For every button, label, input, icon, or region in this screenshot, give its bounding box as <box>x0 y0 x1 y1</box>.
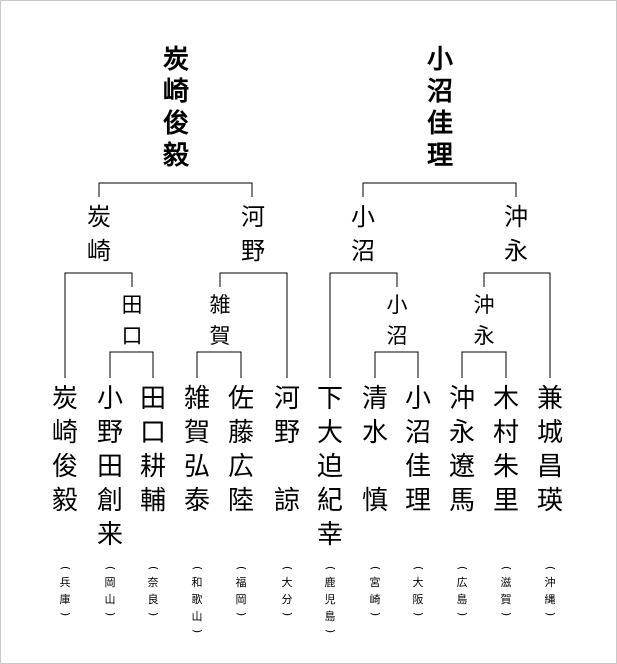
semifinalist-label: 炭 崎 <box>87 203 111 265</box>
prefecture-label: ( 滋 賀 ) <box>499 565 513 617</box>
player-name: 下 大 迫 紀 幸 <box>316 384 343 550</box>
winner-right-char: 佳 <box>426 109 453 139</box>
player-name: 木 村 朱 里 <box>492 384 519 516</box>
bracket-line <box>329 272 398 378</box>
bracket-line <box>461 351 507 378</box>
bracket-line <box>64 272 133 378</box>
quarterfinalist-label: 雑 賀 <box>209 293 231 348</box>
player-name: 沖 永 遼 馬 <box>448 384 475 516</box>
bracket-line <box>483 272 551 378</box>
prefecture-label: ( 奈 良 ) <box>146 565 160 617</box>
winner-right-char: 理 <box>426 141 453 171</box>
winner-left: 炭 崎 俊 毅 <box>156 44 196 172</box>
quarterfinalist-label: 沖 永 <box>473 293 495 348</box>
bracket-line <box>219 272 288 378</box>
player-name: 清 水 慎 <box>361 384 388 516</box>
prefecture-label: ( 大 分 ) <box>280 565 294 617</box>
winner-left-char: 崎 <box>162 77 189 107</box>
player-name: 小 沼 佳 理 <box>404 384 431 516</box>
player-name: 兼 城 昌 瑛 <box>536 384 563 516</box>
prefecture-label: ( 岡 山 ) <box>103 565 117 617</box>
prefecture-label: ( 大 阪 ) <box>411 565 425 617</box>
semifinalist-label: 河 野 <box>241 203 265 265</box>
bracket-line <box>196 351 242 378</box>
prefecture-label: ( 広 島 ) <box>455 565 469 617</box>
player-name: 河 野 諒 <box>273 384 300 516</box>
prefecture-label: ( 兵 庫 ) <box>58 565 72 617</box>
prefecture-label: ( 鹿 児 島 ) <box>323 565 337 634</box>
player-name: 雑 賀 弘 泰 <box>183 384 210 516</box>
prefecture-label: ( 和 歌 山 ) <box>190 565 204 634</box>
semifinalist-label: 沖 永 <box>504 203 528 265</box>
winner-left-char: 毅 <box>162 141 189 171</box>
winner-right-char: 小 <box>426 45 453 75</box>
bracket-line <box>109 351 154 378</box>
quarterfinalist-label: 小 沼 <box>386 293 408 348</box>
prefecture-label: ( 福 岡 ) <box>234 565 248 617</box>
player-name: 佐 藤 広 陸 <box>227 384 254 516</box>
bracket-line <box>362 182 517 197</box>
player-name: 田 口 耕 輔 <box>139 384 166 516</box>
winner-right: 小 沼 佳 理 <box>420 44 460 172</box>
semifinalist-label: 小 沼 <box>351 203 375 265</box>
quarterfinalist-label: 田 口 <box>121 293 143 348</box>
winner-left-char: 俊 <box>162 109 189 139</box>
bracket-line <box>98 182 253 197</box>
player-name: 炭 崎 俊 毅 <box>51 384 78 516</box>
prefecture-label: ( 沖 縄 ) <box>543 565 557 617</box>
bracket-line <box>374 351 419 378</box>
player-name: 小 野 田 創 来 <box>96 384 123 550</box>
winner-left-char: 炭 <box>162 45 189 75</box>
prefecture-label: ( 宮 崎 ) <box>368 565 382 617</box>
winner-right-char: 沼 <box>426 77 453 107</box>
